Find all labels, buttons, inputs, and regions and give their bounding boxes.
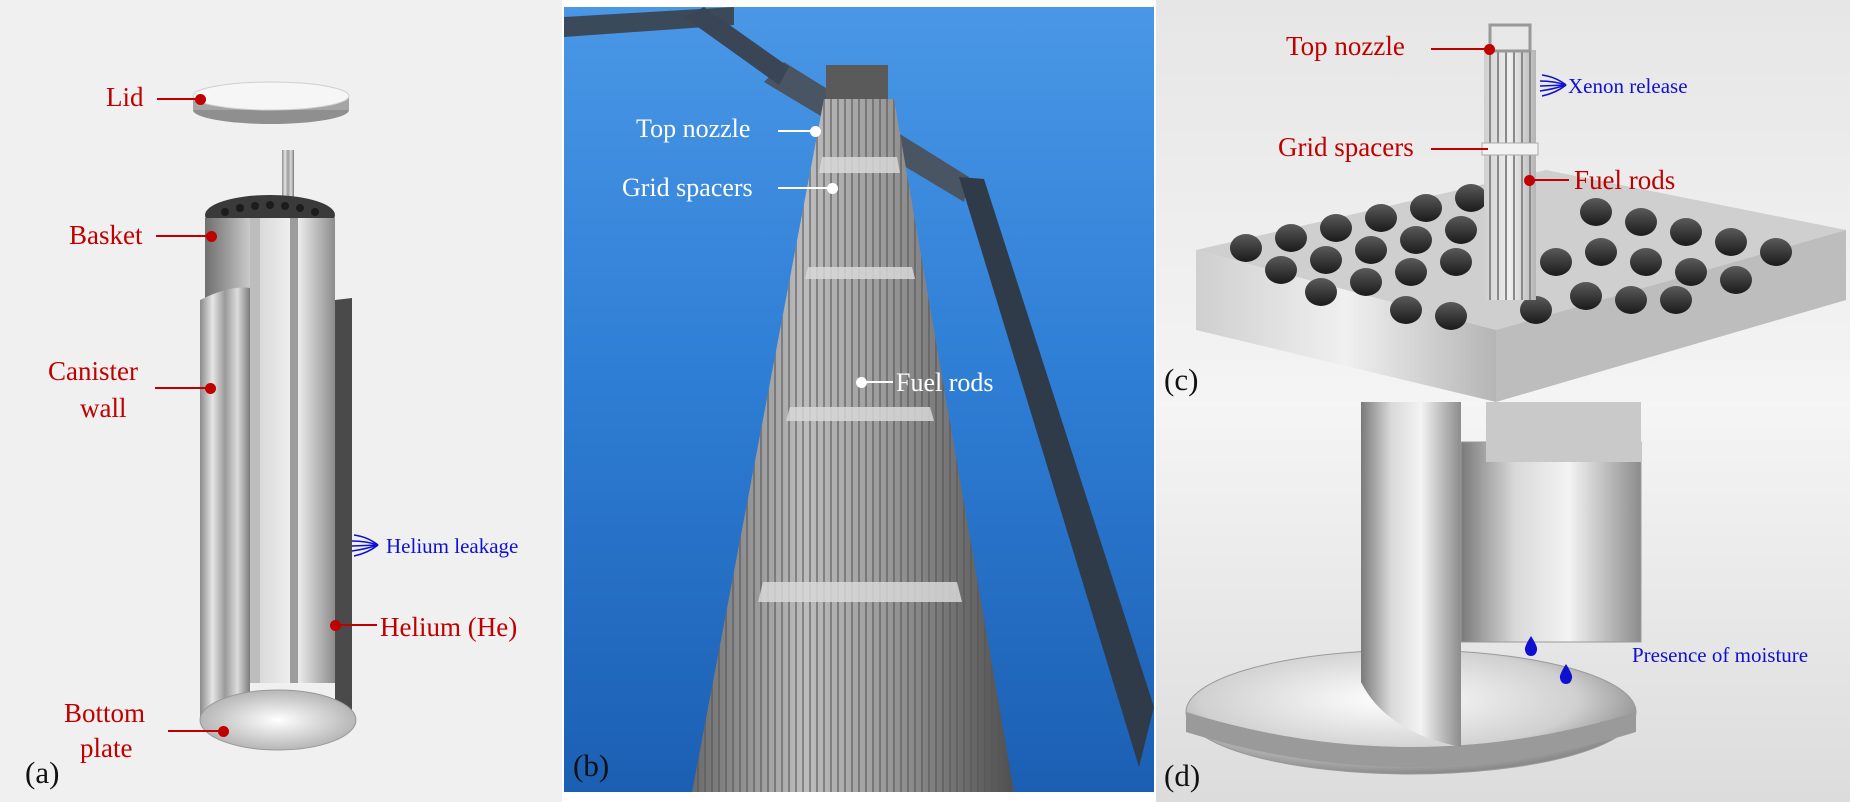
panel-a: Lid Basket Canister wall Helium leakage … bbox=[0, 0, 562, 802]
b-grid-spacers-marker bbox=[827, 183, 838, 194]
panel-d: Presence of moisture (d) bbox=[1156, 402, 1850, 802]
d-presence-of-moisture-label: Presence of moisture bbox=[1632, 643, 1809, 667]
lid-label: Lid bbox=[106, 82, 144, 112]
panel-d-tag: (d) bbox=[1164, 758, 1201, 793]
b-top-nozzle-leader bbox=[778, 130, 814, 132]
c-grid-spacers-leader bbox=[1431, 148, 1488, 150]
bottom-plate-shape bbox=[199, 689, 357, 751]
canister-illustration bbox=[192, 81, 357, 751]
bottom-plate-label-line2: plate bbox=[80, 733, 133, 763]
basket-label: Basket bbox=[69, 220, 143, 250]
c-grid-spacers-label: Grid spacers bbox=[1278, 132, 1414, 162]
panel-b: Top nozzle Grid spacers Fuel rods (b) bbox=[564, 7, 1154, 792]
canister-wall-marker bbox=[205, 383, 216, 394]
panel-b-tag: (b) bbox=[573, 748, 610, 783]
b-grid-spacers-label: Grid spacers bbox=[622, 173, 753, 202]
canister-wall-shape bbox=[200, 287, 250, 724]
bottom-plate-leader bbox=[168, 730, 223, 732]
c-top-nozzle-marker bbox=[1484, 44, 1495, 55]
b-fuel-rods-leader bbox=[861, 381, 893, 383]
water-droplet-icon bbox=[1524, 636, 1538, 656]
basket-leader bbox=[156, 235, 211, 237]
gas-release-icon bbox=[350, 533, 380, 557]
canister-bottom-illustration bbox=[1185, 402, 1642, 775]
lid-leader bbox=[157, 98, 200, 100]
bottom-plate-marker bbox=[218, 726, 229, 737]
helium-label: Helium (He) bbox=[380, 612, 518, 642]
bottom-plate-label-line1: Bottom bbox=[64, 698, 146, 728]
panel-c: Top nozzle Xenon release Grid spacers Fu… bbox=[1156, 0, 1850, 402]
water-droplet-icon bbox=[1559, 664, 1573, 684]
canister-wall-leader bbox=[155, 387, 210, 389]
b-grid-spacers-leader bbox=[778, 187, 832, 189]
c-fuel-rods-leader bbox=[1529, 179, 1569, 181]
d-canister-shell bbox=[1361, 402, 1461, 747]
lid-marker bbox=[195, 94, 206, 105]
fuel-assembly-photo bbox=[564, 7, 1154, 792]
b-top-nozzle-label: Top nozzle bbox=[636, 114, 751, 143]
helium-leakage-label: Helium leakage bbox=[386, 534, 519, 558]
c-fuel-rods-label: Fuel rods bbox=[1574, 165, 1676, 195]
c-top-nozzle-label: Top nozzle bbox=[1286, 31, 1405, 61]
canister-wall-label-line2: wall bbox=[80, 393, 127, 423]
c-top-nozzle-leader bbox=[1431, 48, 1488, 50]
b-fuel-rods-label: Fuel rods bbox=[896, 368, 994, 397]
b-top-nozzle-marker bbox=[810, 126, 821, 137]
helium-leader bbox=[335, 624, 377, 626]
panel-a-tag: (a) bbox=[25, 755, 60, 790]
basket-marker bbox=[206, 231, 217, 242]
canister-wall-label-line1: Canister bbox=[48, 356, 138, 386]
c-xenon-release-label: Xenon release bbox=[1568, 74, 1688, 98]
c-gas-release-icon bbox=[1538, 73, 1568, 97]
basket-grid-illustration bbox=[1196, 23, 1846, 402]
panel-c-tag: (c) bbox=[1164, 362, 1199, 397]
